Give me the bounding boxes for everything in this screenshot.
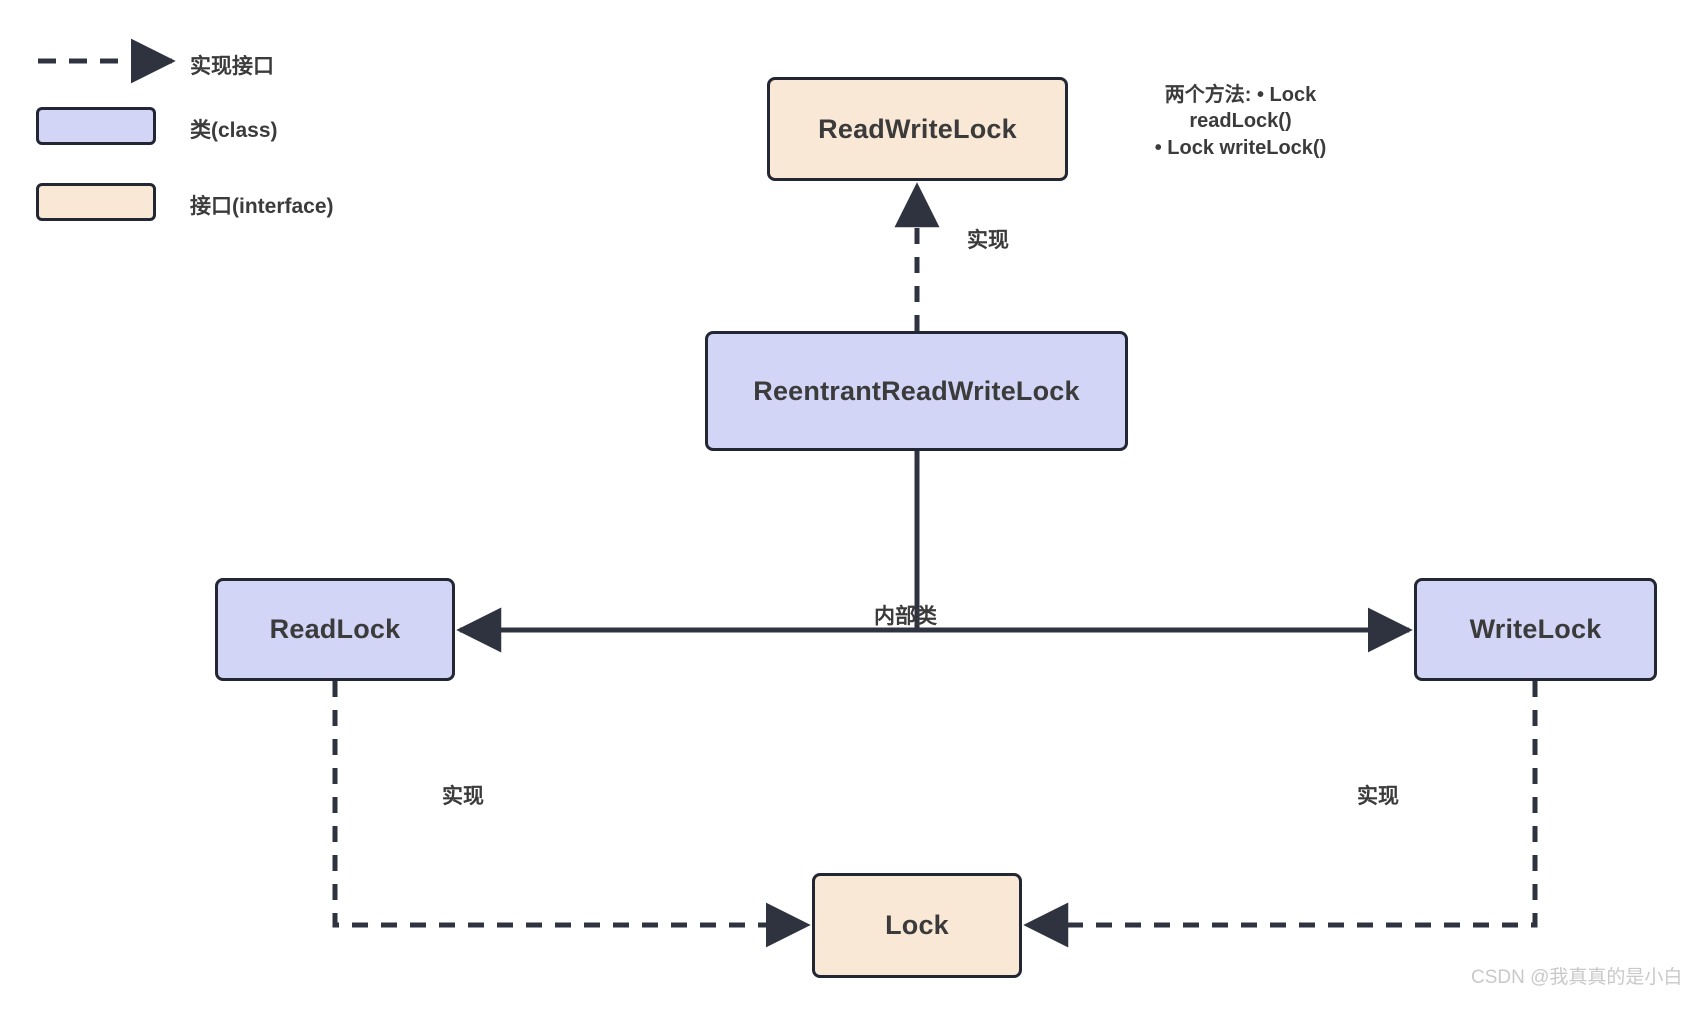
node-writelock[interactable]: WriteLock — [1414, 578, 1657, 681]
legend-swatch-interface — [36, 183, 156, 221]
edge-label-implements-readwritelock: 实现 — [967, 229, 1009, 252]
legend-label-implements: 实现接口 — [190, 55, 274, 78]
legend-label-interface: 接口(interface) — [190, 195, 334, 218]
node-readlock[interactable]: ReadLock — [215, 578, 455, 681]
edge-label-inner-class: 内部类 — [874, 605, 937, 628]
edge-writelock-implements-lock — [1023, 681, 1538, 948]
legend-label-class: 类(class) — [190, 119, 278, 142]
edge-readlock-implements-lock — [332, 681, 811, 948]
node-reentrantreadwritelock[interactable]: ReentrantReadWriteLock — [705, 331, 1128, 451]
node-readwritelock[interactable]: ReadWriteLock — [767, 77, 1068, 181]
edge-label-implements-lock-right: 实现 — [1357, 785, 1399, 808]
legend-swatch-class — [36, 107, 156, 145]
watermark: CSDN @我真真的是小白 — [1471, 967, 1683, 988]
edge-label-implements-lock-left: 实现 — [442, 785, 484, 808]
note-readwritelock-methods: 两个方法: • Lock readLock() • Lock writeLock… — [1154, 84, 1327, 159]
node-lock[interactable]: Lock — [812, 873, 1022, 978]
